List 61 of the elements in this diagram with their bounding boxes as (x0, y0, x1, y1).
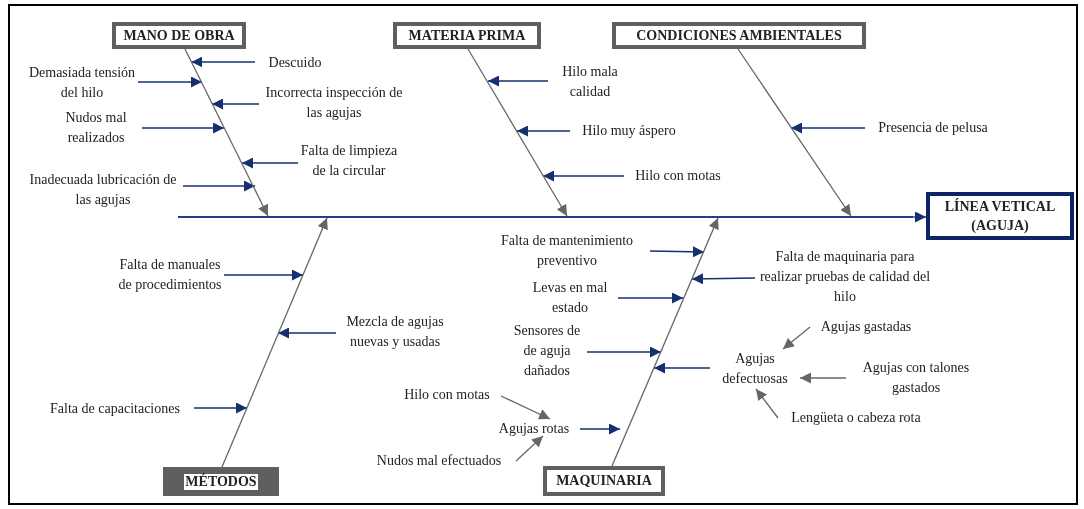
arrow (467, 48, 568, 217)
arrow (500, 395, 551, 420)
cause-label: Agujas con talones gastados (846, 358, 986, 398)
cause-label: Hilo con motas (624, 166, 732, 186)
category-box: CONDICIONES AMBIENTALES (612, 22, 866, 49)
cause-label: Falta de manuales de procedimientos (116, 255, 224, 295)
cause-label: Inadecuada lubricación de las agujas (23, 170, 183, 210)
cause-label: Levas en mal estado (522, 278, 618, 318)
arrow (542, 170, 625, 182)
category-box: MÉTODOS (163, 467, 279, 496)
arrow (221, 217, 328, 468)
cause-label: Hilo con motas (393, 385, 501, 405)
arrow (579, 423, 621, 435)
arrow (487, 75, 549, 87)
cause-label: Agujas defectuosas (710, 349, 800, 389)
arrow (141, 122, 225, 134)
category-box: MANO DE OBRA (112, 22, 246, 49)
cause-label: Falta de limpieza de la circular (298, 141, 400, 181)
arrow (799, 372, 847, 384)
effect-box: LÍNEA VETICAL (AGUJA) (926, 192, 1074, 240)
arrow (223, 269, 304, 281)
cause-label: Nudos mal realizados (50, 108, 142, 148)
category-box: MAQUINARIA (543, 466, 665, 496)
cause-label: Sensores de de aguja dañados (507, 321, 587, 381)
cause-label: Agujas gastadas (810, 317, 922, 337)
arrow (241, 157, 299, 169)
arrow (755, 388, 779, 419)
arrow (617, 292, 684, 304)
arrow (184, 48, 269, 217)
spine-line (178, 216, 913, 218)
arrow (193, 402, 248, 414)
cause-label: Mezcla de agujas nuevas y usadas (336, 312, 454, 352)
arrow (782, 326, 811, 350)
cause-label: Falta de capacitaciones (36, 399, 194, 419)
cause-label: Agujas rotas (488, 419, 580, 439)
arrow (691, 273, 756, 285)
arrow (653, 362, 711, 374)
category-box: MATERIA PRIMA (393, 22, 541, 49)
cause-label: Falta de maquinaria para realizar pruebas de calidad del hilo (755, 247, 935, 307)
cause-label: Descuido (255, 53, 335, 73)
arrow (790, 122, 866, 134)
arrow (182, 180, 256, 192)
arrow (516, 125, 571, 137)
arrow (137, 76, 203, 88)
arrow (211, 98, 260, 110)
arrow (649, 246, 705, 258)
arrow (277, 327, 337, 339)
arrow (912, 211, 927, 223)
cause-label: Falta de mantenimiento preventivo (484, 231, 650, 271)
cause-label: Nudos mal efectuados (362, 451, 516, 471)
cause-label: Lengüeta o cabeza rota (778, 408, 934, 428)
cause-label: Hilo muy áspero (570, 121, 688, 141)
arrow (737, 48, 852, 217)
arrow (515, 435, 544, 462)
cause-label: Presencia de pelusa (865, 118, 1001, 138)
arrow (190, 56, 256, 68)
cause-label: Hilo mala calidad (548, 62, 632, 102)
cause-label: Demasiada tensión del hilo (26, 63, 138, 103)
arrow (611, 217, 719, 467)
arrow (586, 346, 662, 358)
cause-label: Incorrecta inspección de las agujas (259, 83, 409, 123)
